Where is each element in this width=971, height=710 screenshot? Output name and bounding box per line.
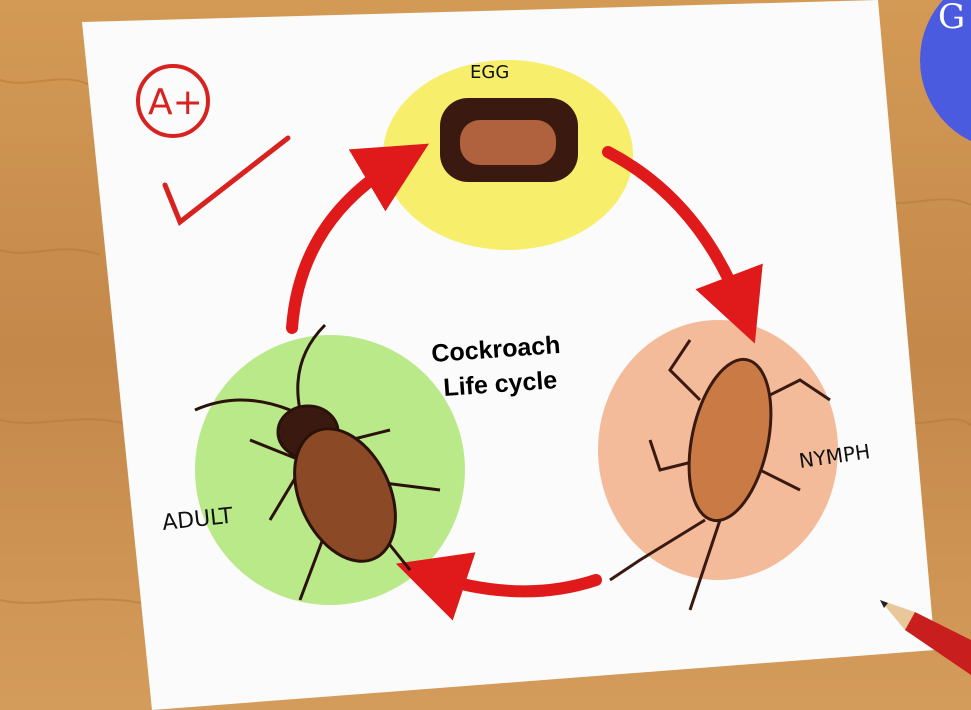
wood-grain [0,78,971,606]
grade-label: A+ [148,82,203,123]
arrow-adult-to-egg [286,143,429,334]
egg-label: EGG [470,62,509,83]
egg-icon [440,98,578,182]
arrow-egg-to-nymph [602,146,763,344]
grade-circle [136,64,210,138]
nymph-icon [609,339,831,611]
svg-text:G: G [938,0,965,37]
cycle-arrows [286,143,763,621]
pencil-icon [880,600,971,675]
channel-logo: G [920,0,971,142]
adult-cockroach-icon [194,323,441,601]
arrow-nymph-to-adult [395,552,602,621]
checkmark-icon [162,135,291,227]
